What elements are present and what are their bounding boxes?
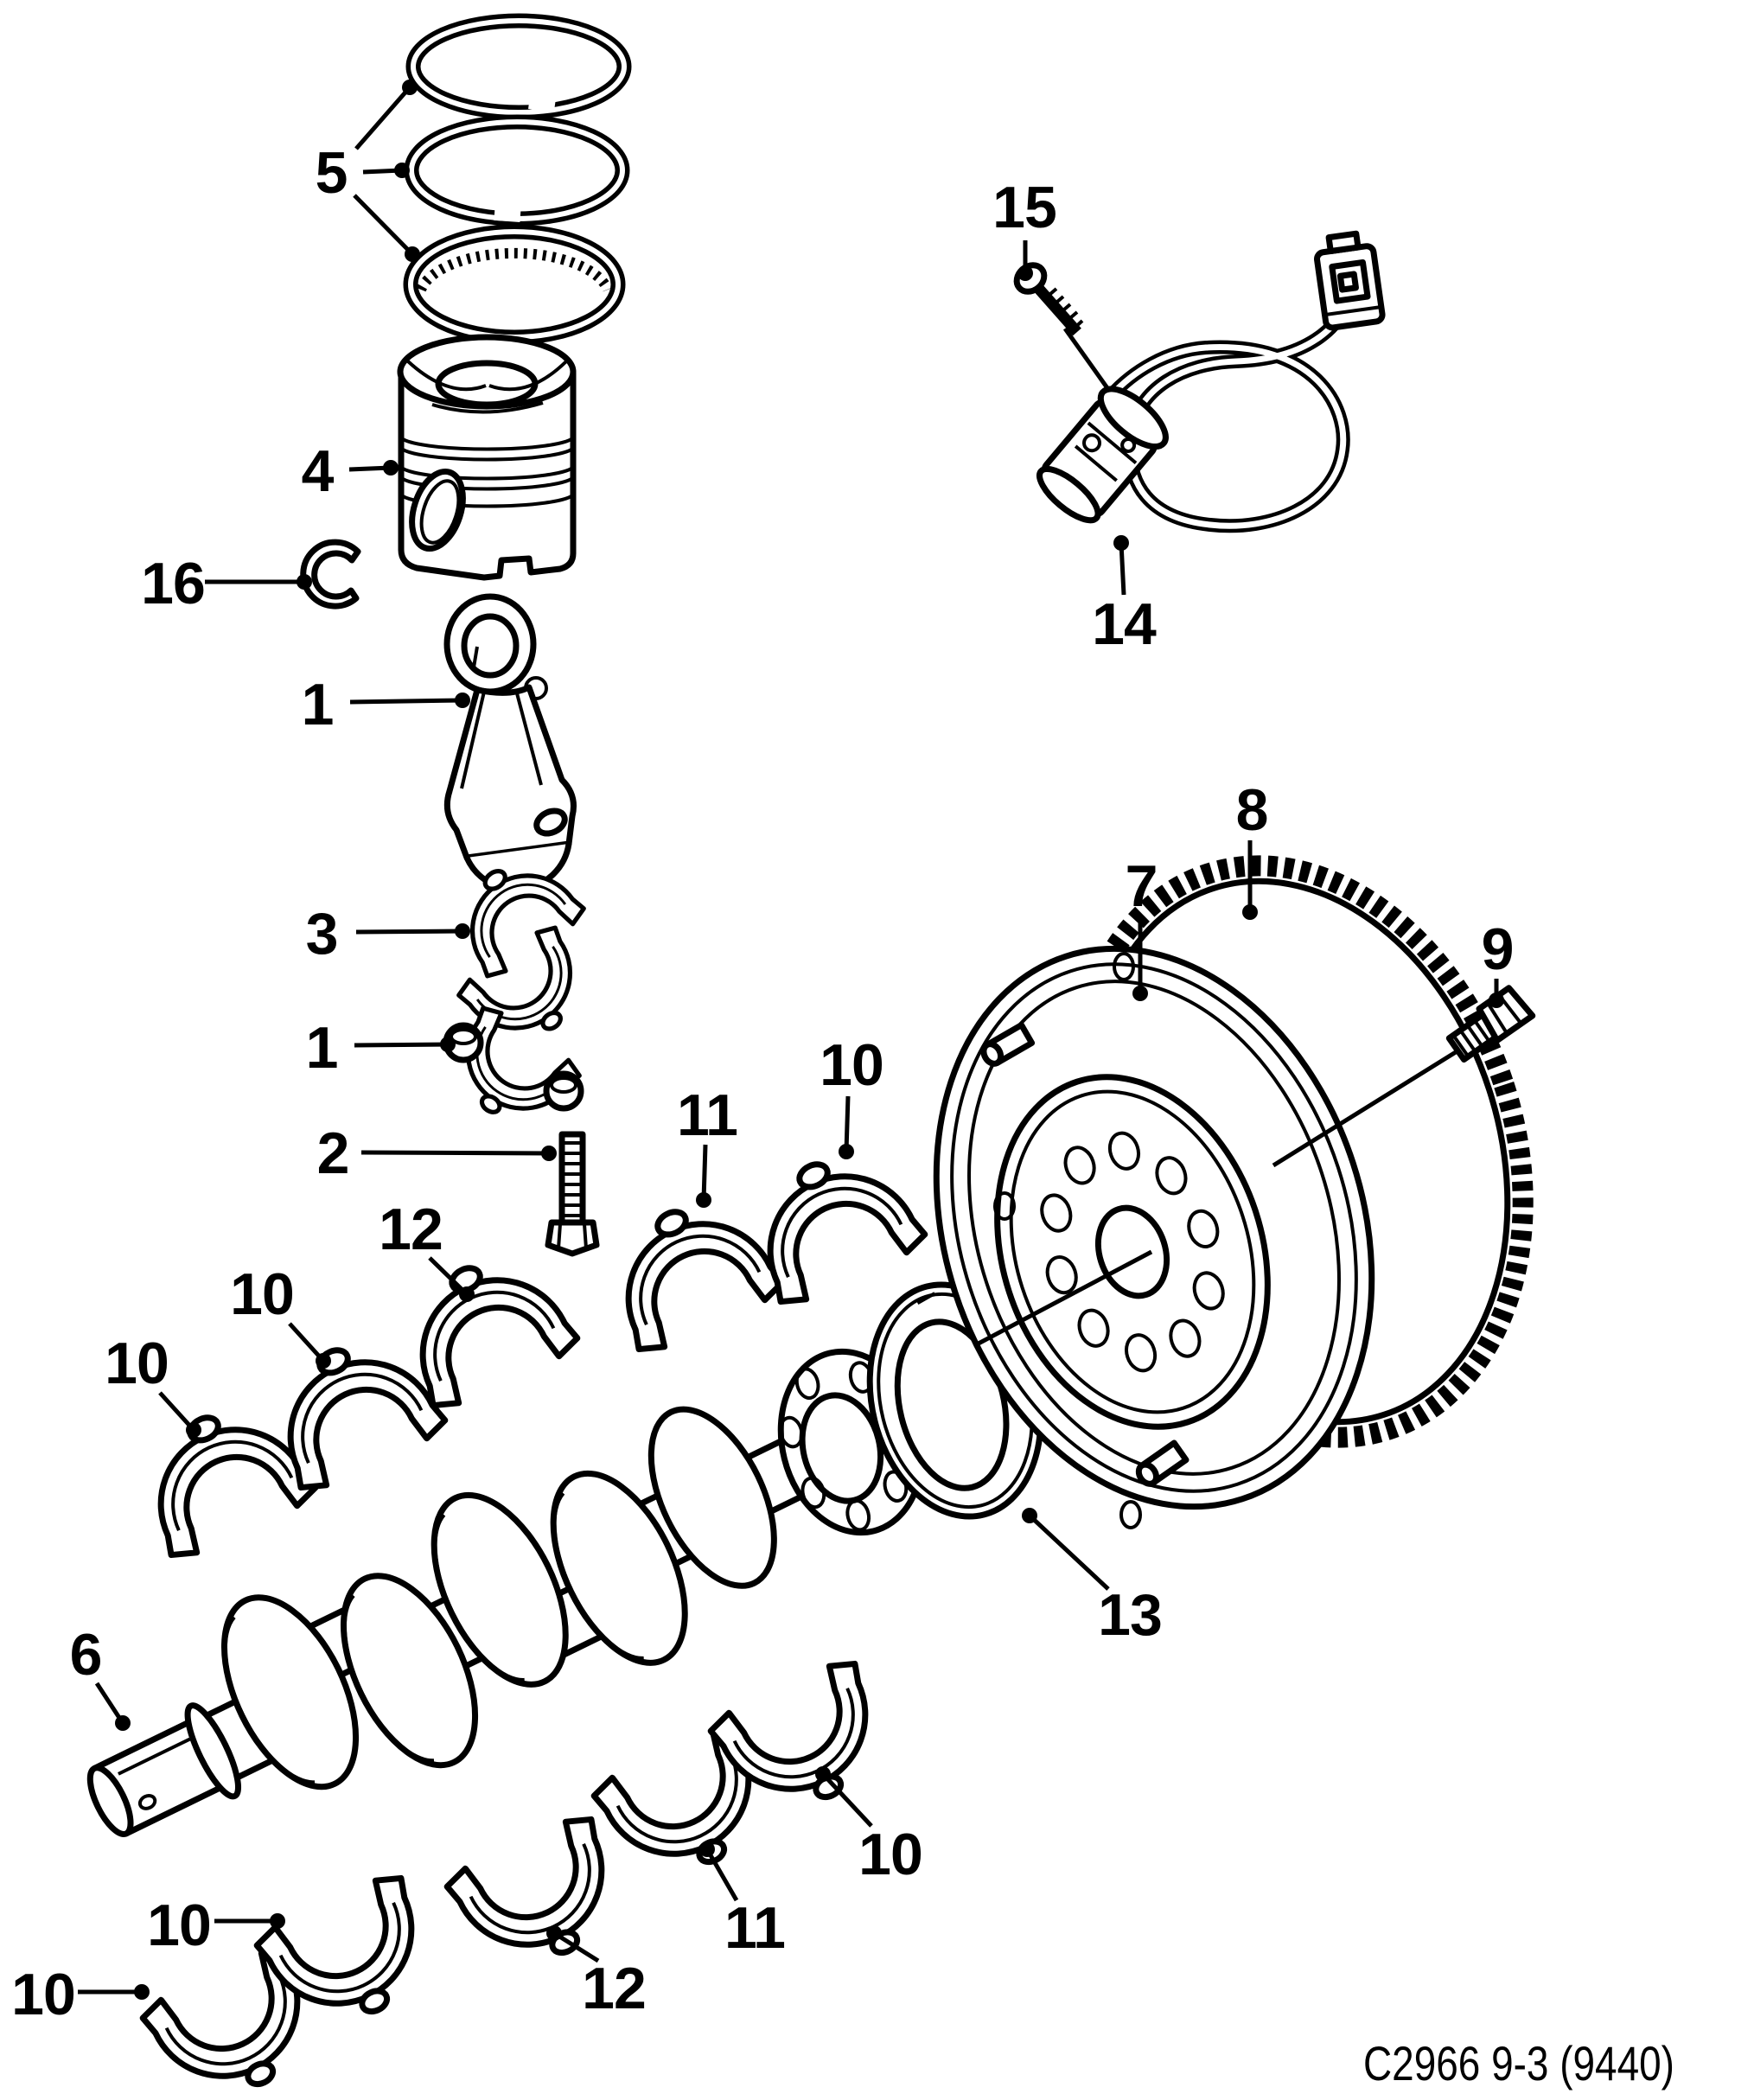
callout-16-circlip: 16: [141, 551, 206, 616]
piston: [397, 334, 577, 581]
crankshaft: [86, 1348, 926, 1837]
connecting-rod: [443, 593, 577, 893]
callout-4-piston: 4: [301, 438, 335, 504]
callout-10-main-lower-left: 10: [11, 1962, 76, 2027]
callout-1-connecting-rod: 1: [301, 672, 335, 737]
callout-5-piston-rings: 5: [315, 140, 348, 206]
callout-10-main-upper-mid: 10: [230, 1261, 295, 1327]
callout-15-sensor-screw: 15: [992, 175, 1057, 240]
callout-8-ring-gear: 8: [1235, 777, 1269, 843]
callout-2-rod-bolt: 2: [316, 1120, 350, 1186]
callout-10-main-lower-right: 10: [858, 1822, 923, 1887]
callout-1-rod-bearing-lower: 1: [305, 1015, 339, 1081]
flywheel-dowel-pin-lower: [1135, 1439, 1190, 1487]
main-bearing-upper-4: [592, 1182, 787, 1357]
callout-14-sensor: 14: [1092, 591, 1157, 657]
callout-13-sealing-ring: 13: [1098, 1582, 1163, 1648]
sensor-connector: [1314, 230, 1386, 331]
leader-lines: [78, 80, 1504, 2000]
callout-9-flywheel-bolt: 9: [1481, 916, 1515, 982]
piston-ring-top: [405, 13, 632, 120]
callout-12-main-lower: 12: [582, 1956, 647, 2021]
callout-10-main-lower-mid: 10: [147, 1893, 212, 1958]
piston-oil-ring: [403, 224, 626, 345]
callout-7-flywheel: 7: [1125, 853, 1158, 919]
callout-11-main-lower: 11: [724, 1895, 786, 1961]
piston-ring-second: [404, 114, 630, 227]
circlip: [300, 539, 361, 610]
callout-10-main-upper-left: 10: [105, 1331, 169, 1396]
callout-12-main-upper: 12: [379, 1197, 443, 1262]
callout-3-rod-bearing-pair: 3: [305, 901, 339, 967]
figure-code: C2966 9-3 (9440): [1363, 2036, 1674, 2090]
flywheel-dowel-pin-upper: [980, 1022, 1036, 1067]
main-bearing-upper-1: [124, 1388, 319, 1563]
callout-10-main-upper-right: 10: [820, 1032, 884, 1098]
connecting-rod-bolt: [545, 1131, 600, 1257]
crankshaft-position-sensor: [1036, 230, 1386, 533]
callout-11-main-upper: 11: [677, 1082, 738, 1148]
flywheel: [933, 945, 1375, 1529]
callout-6-crankshaft: 6: [69, 1622, 103, 1688]
big-end-bearing-lower: [437, 1003, 584, 1142]
